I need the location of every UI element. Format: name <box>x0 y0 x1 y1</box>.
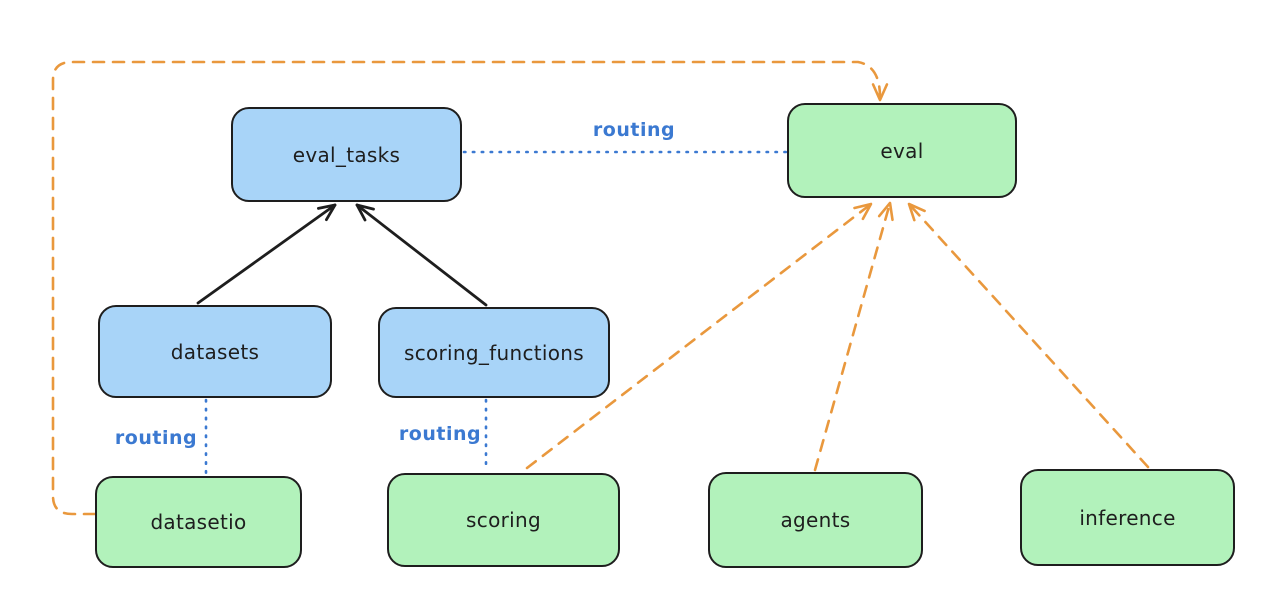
node-eval[interactable]: eval <box>787 103 1017 198</box>
edge-agents-to-eval[interactable] <box>813 201 892 472</box>
node-datasetio[interactable]: datasetio <box>95 476 302 568</box>
routing-label-eval-tasks-eval[interactable]: routing <box>592 119 676 141</box>
node-datasets-label: datasets <box>170 339 260 364</box>
node-datasets[interactable]: datasets <box>98 305 332 398</box>
node-inference[interactable]: inference <box>1020 469 1235 566</box>
routing-label-scoring-functions-scoring[interactable]: routing <box>398 423 482 445</box>
node-datasetio-label: datasetio <box>150 510 247 534</box>
node-scoring[interactable]: scoring <box>387 473 620 567</box>
node-agents-label: agents <box>780 508 851 532</box>
node-inference-label: inference <box>1079 505 1176 530</box>
node-eval-tasks-label: eval_tasks <box>292 142 401 167</box>
arrowhead-datasetio-to-eval <box>871 83 889 102</box>
arrowhead-agents-to-eval <box>877 201 894 222</box>
arrowhead-datasets-to-eval-tasks <box>317 203 337 222</box>
node-scoring-label: scoring <box>466 508 541 532</box>
edge-scoring-to-eval[interactable] <box>525 202 873 470</box>
edge-scoring-functions-to-eval-tasks[interactable] <box>355 203 488 307</box>
node-eval-tasks[interactable]: eval_tasks <box>231 107 462 202</box>
node-scoring-functions-label: scoring_functions <box>403 340 585 365</box>
arrowhead-scoring-functions-to-eval-tasks <box>355 203 375 222</box>
routing-label-datasets-datasetio[interactable]: routing <box>114 427 198 449</box>
edge-datasetio-to-eval-loop[interactable] <box>51 60 882 516</box>
edge-inference-to-eval[interactable] <box>907 202 1150 469</box>
node-eval-label: eval <box>880 138 924 163</box>
edge-datasets-to-eval-tasks[interactable] <box>196 203 337 305</box>
node-scoring-functions[interactable]: scoring_functions <box>378 307 610 398</box>
arrowhead-scoring-to-eval <box>853 202 873 221</box>
arrowhead-inference-to-eval <box>907 202 926 222</box>
node-agents[interactable]: agents <box>708 472 923 568</box>
